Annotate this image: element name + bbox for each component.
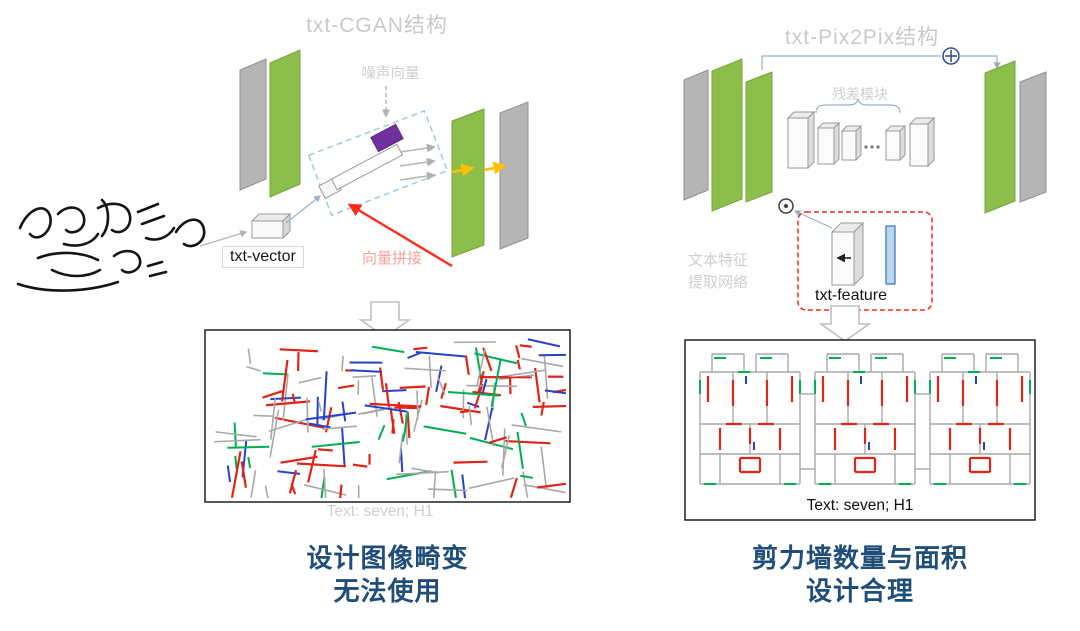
txt-feature-dashed-box xyxy=(797,211,933,311)
right-verdict: 剪力墙数量与面积 设计合理 xyxy=(685,542,1035,608)
right-verdict-line1: 剪力墙数量与面积 xyxy=(751,543,968,573)
sketch-to-vector-arrow xyxy=(199,230,248,247)
conv-plane-green xyxy=(269,49,301,198)
right-verdict-line2: 设计合理 xyxy=(805,576,914,606)
in-plane-green-2 xyxy=(745,71,773,203)
txt-vector-cuboid xyxy=(250,212,292,240)
gen-arrow-1 xyxy=(399,143,436,153)
feature-net-label-1: 文本特征 xyxy=(688,252,749,269)
out-plane-green xyxy=(984,60,1016,214)
right-title: txt-Pix2Pix结构 xyxy=(784,26,940,49)
txt-feature-cuboid xyxy=(830,221,865,287)
left-architecture xyxy=(199,49,571,503)
out-plane-gray xyxy=(1019,71,1047,203)
deconv-plane-gray xyxy=(499,101,529,250)
concat-label: 向量拼接 xyxy=(362,250,423,267)
txt-feature-bar xyxy=(885,225,896,285)
in-plane-gray xyxy=(683,69,709,201)
skip-to-output-line xyxy=(959,55,1001,70)
residual-brace xyxy=(815,98,901,114)
left-down-block-arrow xyxy=(358,301,412,338)
right-plan-caption: Text: seven; H1 xyxy=(806,497,914,514)
left-title: txt-CGAN结构 xyxy=(306,14,448,37)
left-verdict-line1: 设计图像畸变 xyxy=(306,543,469,573)
in-plane-green-1 xyxy=(711,58,743,212)
feature-net-label-2: 提取网络 xyxy=(688,274,749,291)
conv-plane-gray xyxy=(239,58,267,191)
residual-label: 残差模块 xyxy=(832,86,888,102)
concat-red-arrow xyxy=(347,203,453,268)
left-verdict-line2: 无法使用 xyxy=(333,576,442,606)
left-floorplan xyxy=(213,338,567,499)
purple-bar xyxy=(370,123,404,153)
skip-connection-line xyxy=(761,55,941,70)
right-floorplan xyxy=(699,353,1031,485)
gen-arrow-2 xyxy=(399,157,436,167)
right-down-block-arrow xyxy=(818,305,872,342)
yellow-arrow-1 xyxy=(451,163,475,177)
right-floorplan-frame xyxy=(684,339,1036,521)
residual-blocks xyxy=(786,110,936,170)
handwritten-text-sketch xyxy=(16,198,206,292)
left-verdict: 设计图像畸变 无法使用 xyxy=(205,542,570,608)
txt-vector-label: txt-vector xyxy=(222,246,304,268)
txt-feature-label: txt-feature xyxy=(812,287,891,305)
deconv-plane-green xyxy=(451,108,485,258)
vector-to-latent-arrow xyxy=(285,195,322,224)
left-result-caption: Text: seven; H1 xyxy=(326,503,434,520)
multiply-icon xyxy=(778,198,794,214)
gen-arrow-3 xyxy=(399,171,436,181)
right-architecture xyxy=(683,47,1047,521)
yellow-arrow-2 xyxy=(483,161,507,175)
latent-bar xyxy=(330,143,404,191)
noise-label: 噪声向量 xyxy=(361,66,420,82)
add-icon xyxy=(942,47,960,65)
